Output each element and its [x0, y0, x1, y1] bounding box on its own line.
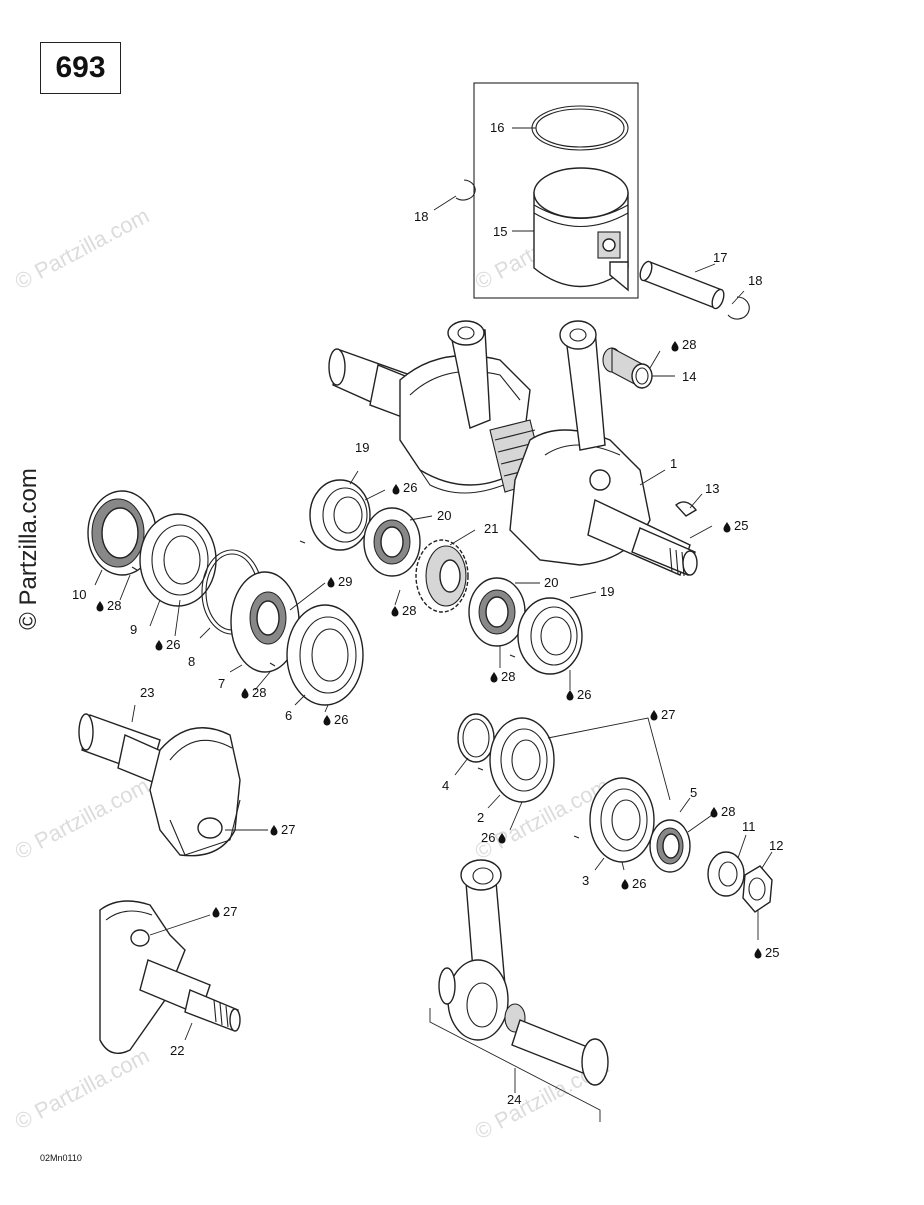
ball-bearing-part: [131, 513, 217, 607]
crankshaft-half-pto-part: [78, 713, 241, 857]
oil-seal-part: [649, 819, 691, 873]
callout-28: 28: [501, 669, 515, 684]
callout-26: 26: [403, 480, 417, 495]
callout-18: 18: [414, 209, 428, 224]
diagram-code: 693: [55, 51, 106, 84]
callout-27: 27: [281, 822, 295, 837]
lube-drop-icon: [566, 690, 574, 701]
callout-16: 16: [490, 120, 504, 135]
callout-27: 27: [223, 904, 237, 919]
callout-23: 23: [140, 685, 154, 700]
callout-9: 9: [130, 622, 137, 637]
lube-drop-icon: [723, 522, 731, 533]
callout-15: 15: [493, 224, 507, 239]
callout-28: 28: [402, 603, 416, 618]
lube-drop-icon: [96, 601, 104, 612]
connecting-rod-kit-part: [429, 859, 609, 1122]
piston-kit-frame: [473, 82, 639, 299]
crankshaft-assembly-part: [328, 320, 698, 577]
circlip-part: [727, 296, 750, 320]
nut-part: [742, 865, 773, 913]
oil-seal-part: [363, 507, 421, 577]
lube-drop-icon: [323, 715, 331, 726]
drive-gear-part: [415, 539, 469, 613]
ring-part: [457, 713, 495, 763]
callout-14: 14: [682, 369, 696, 384]
callout-5: 5: [690, 785, 697, 800]
piston-part: [533, 167, 629, 292]
circlip-part: [455, 179, 476, 201]
callout-26: 26: [334, 712, 348, 727]
callout-13: 13: [705, 481, 719, 496]
callout-6: 6: [285, 708, 292, 723]
callout-20: 20: [544, 575, 558, 590]
callout-26: 26: [632, 876, 646, 891]
woodruff-key-part: [674, 501, 698, 517]
callout-7: 7: [218, 676, 225, 691]
lube-drop-icon: [270, 825, 278, 836]
watermark: © Partzilla.com: [11, 773, 154, 865]
callout-27: 27: [661, 707, 675, 722]
callout-4: 4: [442, 778, 449, 793]
callout-18: 18: [748, 273, 762, 288]
callout-26: 26: [577, 687, 591, 702]
lube-drop-icon: [155, 640, 163, 651]
ball-bearing-part: [269, 604, 364, 706]
callout-21: 21: [484, 521, 498, 536]
callout-1: 1: [670, 456, 677, 471]
lube-drop-icon: [327, 577, 335, 588]
callout-11: 11: [742, 819, 756, 834]
callout-2: 2: [477, 810, 484, 825]
callout-12: 12: [769, 838, 783, 853]
lube-drop-icon: [671, 341, 679, 352]
callout-19: 19: [355, 440, 369, 455]
callout-26: 26: [166, 637, 180, 652]
lube-drop-icon: [241, 688, 249, 699]
callout-labels: 16 18 15 17 18 28 14 1 13 25 19 26 20 21…: [72, 120, 783, 1107]
lube-drop-icon: [650, 710, 658, 721]
crankshaft-half-mag-part: [99, 900, 241, 1054]
diagram-code-box: 693: [40, 42, 121, 94]
callout-25: 25: [734, 518, 748, 533]
lube-drop-icon: [710, 807, 718, 818]
callout-17: 17: [713, 250, 727, 265]
callout-26: 26: [481, 830, 495, 845]
callout-28: 28: [252, 685, 266, 700]
callout-28: 28: [682, 337, 696, 352]
seal-plate-part: [230, 571, 300, 673]
callout-8: 8: [188, 654, 195, 669]
leader-lines: [94, 127, 773, 1093]
callout-24: 24: [507, 1092, 521, 1107]
callout-20: 20: [437, 508, 451, 523]
oil-seal-part: [87, 490, 157, 576]
needle-bearing-part: [602, 347, 653, 389]
ball-bearing-part: [299, 479, 371, 551]
reference-code: 02Mn0110: [40, 1153, 82, 1163]
callout-19: 19: [600, 584, 614, 599]
piston-ring-part: [531, 105, 629, 151]
lube-drop-icon: [490, 672, 498, 683]
washer-part: [707, 851, 745, 897]
oil-seal-part: [468, 577, 526, 647]
callout-10: 10: [72, 587, 86, 602]
watermark: © Partzilla.com: [11, 203, 154, 295]
callout-29: 29: [338, 574, 352, 589]
callout-28: 28: [107, 598, 121, 613]
lube-drop-icon: [212, 907, 220, 918]
watermark: © Partzilla.com: [11, 1043, 154, 1135]
piston-pin-part: [639, 260, 725, 310]
watermark-left: © Partzilla.com: [14, 468, 42, 630]
callout-3: 3: [582, 873, 589, 888]
callout-28: 28: [721, 804, 735, 819]
callout-25: 25: [765, 945, 779, 960]
lube-drop-icon: [621, 879, 629, 890]
lube-drop-icon: [754, 948, 762, 959]
callout-22: 22: [170, 1043, 184, 1058]
lube-drop-icon: [391, 606, 399, 617]
lube-drop-icon: [392, 484, 400, 495]
ball-bearing-part: [509, 597, 583, 675]
ball-bearing-part: [573, 777, 655, 863]
